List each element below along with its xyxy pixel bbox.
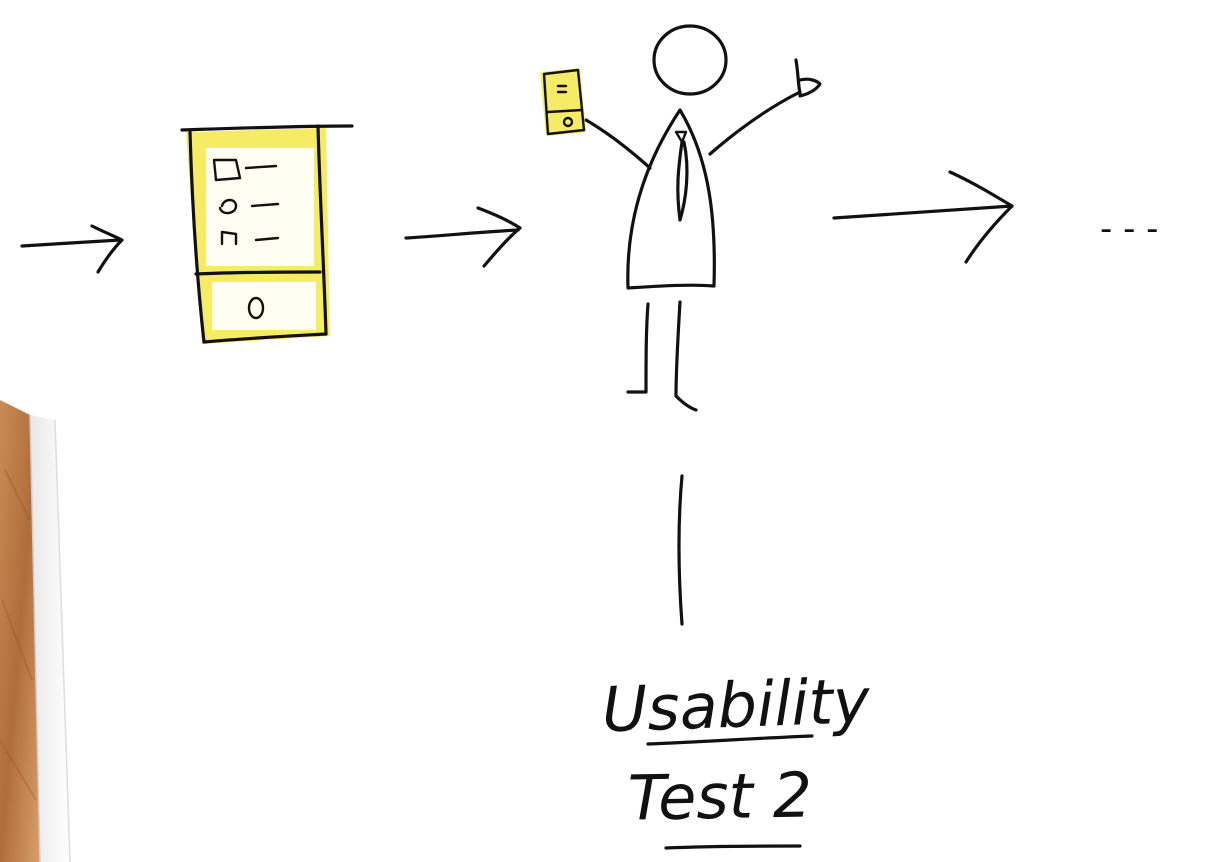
- arrow-to-user: [404, 206, 522, 268]
- thumbs-up-icon: [794, 58, 822, 98]
- stick-figure-icon: [584, 24, 802, 412]
- connector-line: [677, 474, 684, 626]
- arrow-next-step: [832, 170, 1014, 264]
- label-line-2: Test 2: [627, 758, 812, 834]
- trailing-ellipsis: - - -: [1100, 209, 1158, 249]
- usability-test-label: Usability Test 2: [601, 664, 872, 850]
- arrow-entry: [20, 224, 124, 274]
- handheld-phone-icon: [540, 68, 586, 136]
- phone-wireframe-icon: [180, 124, 354, 344]
- label-line-1: Usability: [601, 664, 872, 746]
